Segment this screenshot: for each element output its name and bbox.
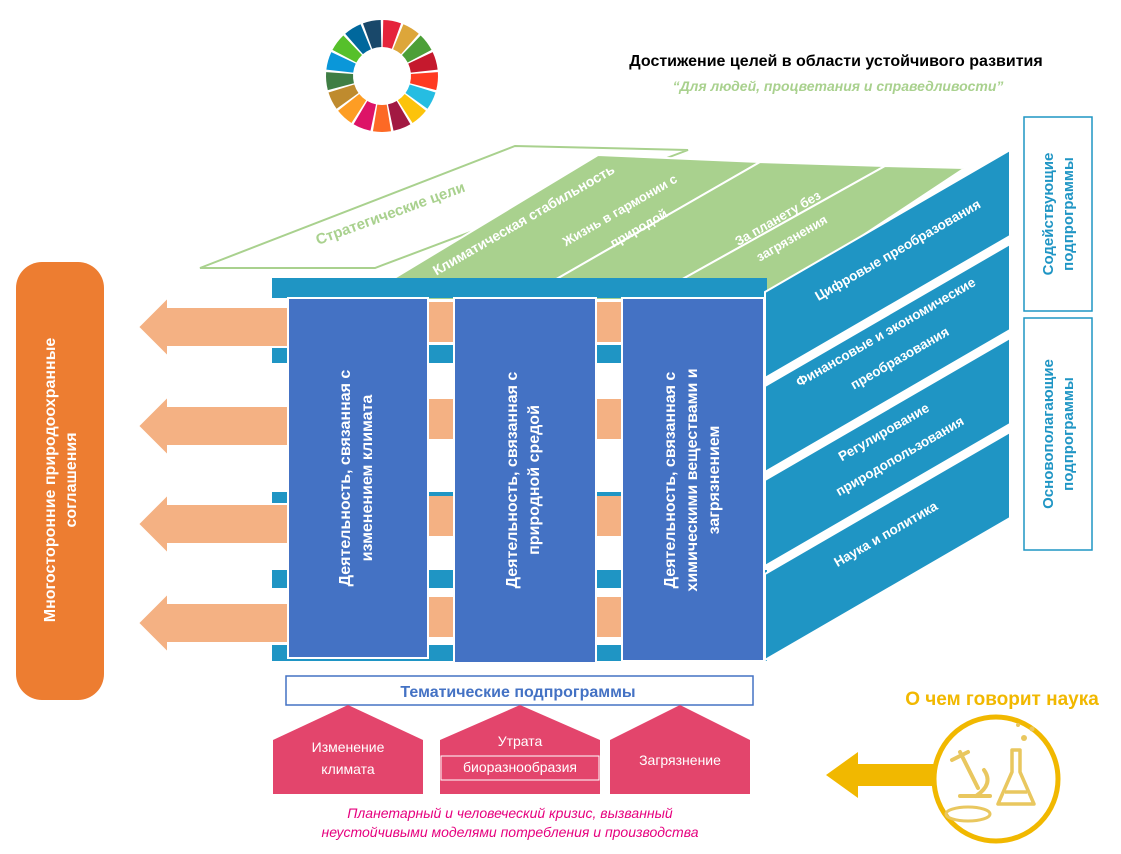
crisis-pollution-label: Загрязнение <box>639 752 721 768</box>
sdg-wheel-segment <box>332 35 362 63</box>
band-science <box>764 430 1011 662</box>
mea-arrow-3 <box>136 491 289 557</box>
sdg-wheel-segment <box>393 24 419 55</box>
sdg-wheel-segment <box>353 100 377 131</box>
crisis-biodiversity-line1: Утрата <box>498 733 543 749</box>
mea-label-line1: Многосторонние природоохранные <box>42 338 59 623</box>
page-subtitle: “Для людей, процветания и справедливости… <box>673 78 1004 94</box>
mea-arrow-1 <box>136 294 289 360</box>
sdg-wheel-segment <box>326 52 356 73</box>
connector-bars <box>428 302 622 637</box>
petri-dish-icon <box>944 805 992 823</box>
sdg-wheel-segment <box>328 84 359 109</box>
crisis-biodiversity-line2: биоразнообразия <box>463 759 577 775</box>
mea-arrow-4 <box>136 590 289 656</box>
column-climate-line1: Деятельность, связанная с <box>337 370 354 587</box>
foundational-label-line2: подпрограммы <box>1060 377 1077 491</box>
column-nature-line2: природной средой <box>526 405 543 555</box>
column-climate-line2: изменением климата <box>359 395 376 562</box>
science-arrow-icon <box>826 752 938 798</box>
mea-label-line2: соглашения <box>63 432 80 527</box>
page-title: Достижение целей в области устойчивого р… <box>629 53 1042 70</box>
crisis-climate <box>273 705 423 794</box>
thematic-column-nature <box>453 297 597 664</box>
crisis-climate-line1: Изменение <box>312 739 385 755</box>
sdg-wheel-segment <box>362 20 382 49</box>
bubbles-icon <box>1016 723 1035 741</box>
science-circle <box>931 714 1061 844</box>
enabling-label-box <box>1023 116 1093 312</box>
flask-icon <box>996 748 1036 806</box>
sdg-wheel-segment <box>387 100 411 131</box>
foundational-label-box <box>1023 317 1093 551</box>
thematic-label-box <box>285 675 754 706</box>
crisis-pollution <box>610 705 750 794</box>
sdg-wheel-segment <box>405 84 436 109</box>
sdg-wheel-segment <box>372 104 392 132</box>
sdg-wheel-segment <box>382 20 402 49</box>
crisis-climate-line2: климата <box>321 761 375 777</box>
sdg-wheel-segment <box>408 52 438 73</box>
mea-box <box>16 262 104 700</box>
thematic-column-chemicals <box>621 297 765 662</box>
enabling-label-line2: подпрограммы <box>1060 157 1077 271</box>
crisis-caption-line2: неустойчивыми моделями потребления и про… <box>321 824 698 840</box>
sdg-wheel-segment <box>326 72 354 91</box>
sdg-wheel-segment <box>397 93 426 123</box>
sdg-wheel-segment <box>338 93 367 123</box>
thematic-column-climate <box>287 297 429 659</box>
column-chemicals-line3: загрязнением <box>706 426 723 535</box>
sdg-wheel-segment <box>402 35 432 63</box>
sdg-wheel-segment <box>410 72 438 91</box>
sdg-wheel-icon <box>326 20 438 132</box>
thematic-label: Тематические подпрограммы <box>400 684 635 701</box>
column-nature-line1: Деятельность, связанная с <box>504 372 521 589</box>
sdg-wheel-segment <box>345 24 371 55</box>
mea-arrows <box>136 294 289 656</box>
crisis-biodiversity <box>440 705 600 794</box>
foundational-label-line1: Основополагающие <box>1040 359 1057 509</box>
enabling-label-line1: Содействующие <box>1040 153 1057 276</box>
band-digital <box>764 148 1011 380</box>
mea-arrow-2 <box>136 393 289 459</box>
microscope-icon <box>950 750 992 798</box>
column-chemicals-line1: Деятельность, связанная с <box>662 372 679 589</box>
biodiversity-outline <box>440 755 600 781</box>
band-finance <box>764 242 1011 474</box>
column-chemicals-line2: химическими веществами и <box>684 368 701 591</box>
crisis-caption-line1: Планетарный и человеческий кризис, вызва… <box>347 805 673 821</box>
science-label: О чем говорит наука <box>905 689 1099 710</box>
band-regulation <box>764 336 1011 568</box>
